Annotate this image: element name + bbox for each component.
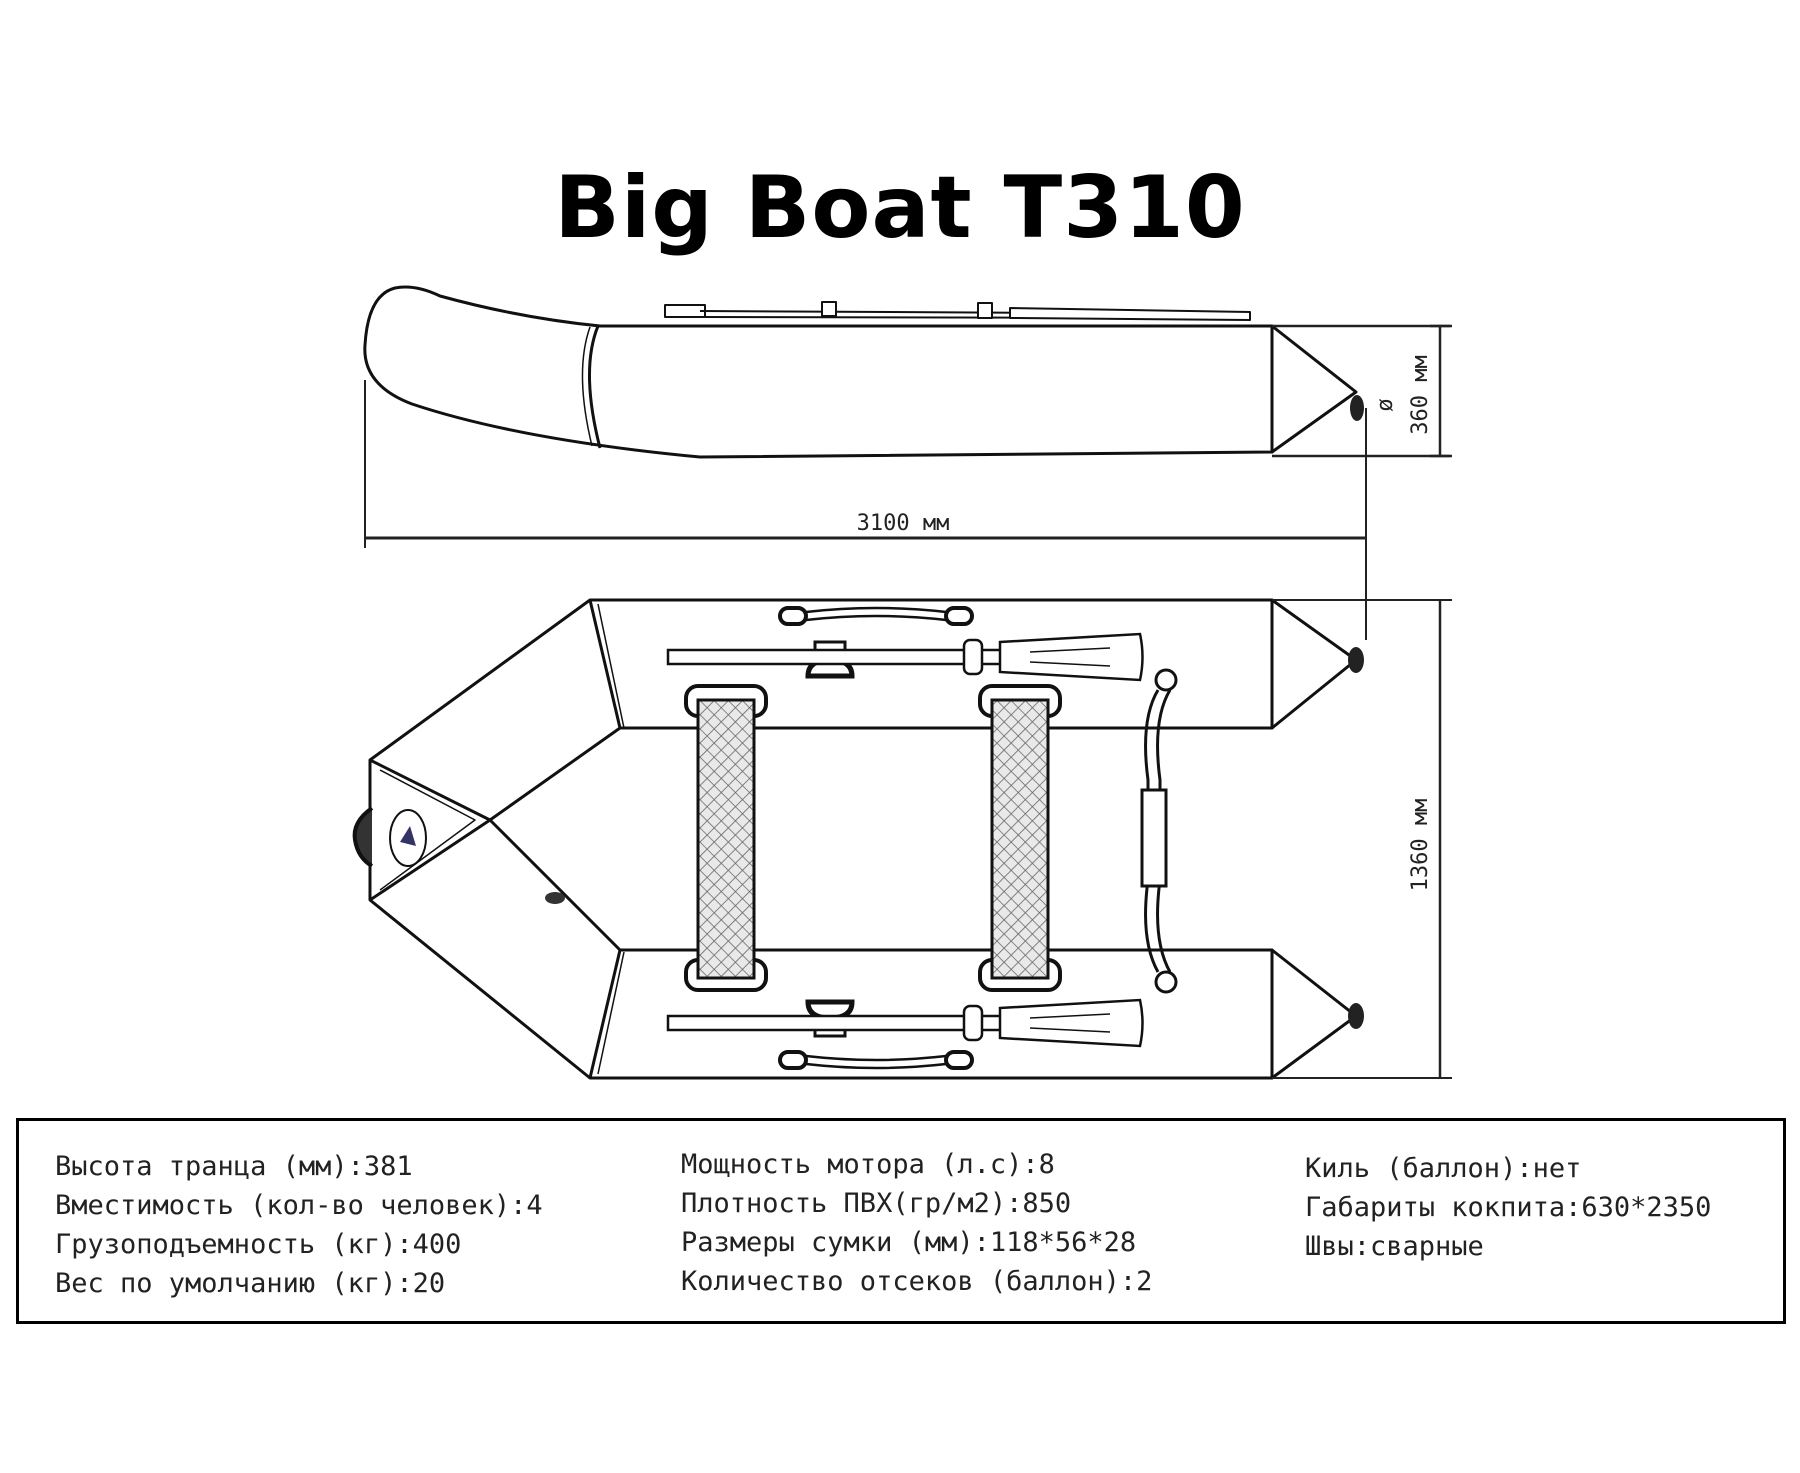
spec-capacity: Вместимость (кол-во человек):4 (55, 1190, 543, 1221)
top-handles (778, 606, 974, 626)
bow-handle (1140, 668, 1178, 994)
specs-column-3: Киль (баллон):нет Габариты кокпита:630*2… (1305, 1149, 1711, 1266)
oar-bottom (666, 998, 1144, 1048)
side-view (363, 285, 1364, 459)
oar-top (666, 632, 1144, 682)
side-view-oars (664, 301, 1251, 321)
width-label: 1360 мм (1408, 799, 1433, 892)
seat-front (684, 684, 768, 992)
top-view (352, 598, 1364, 1080)
bottom-handles (778, 1050, 974, 1070)
top-view-seam-bottom (588, 949, 622, 1079)
page-title: Big Boat T310 (554, 158, 1246, 258)
specs-column-1: Высота транца (мм):381 Вместимость (кол-… (55, 1147, 543, 1303)
length-dimension (364, 380, 1367, 640)
side-view-cone (1270, 324, 1358, 454)
top-view-transom (369, 758, 492, 902)
specs-column-2: Мощность мотора (л.с):8 Плотность ПВХ(гр… (681, 1145, 1152, 1301)
diameter-label: 360 мм (1408, 355, 1433, 434)
spec-pvc-density: Плотность ПВХ(гр/м2):850 (681, 1188, 1072, 1219)
top-view-cone-bottom (1270, 948, 1358, 1080)
side-view-seam (588, 325, 602, 449)
spec-seams: Швы:сварные (1305, 1231, 1484, 1262)
width-dimension (1272, 599, 1452, 1079)
seat-rear (978, 684, 1062, 992)
spec-weight: Вес по умолчанию (кг):20 (55, 1268, 446, 1299)
motor-mount (352, 806, 374, 868)
spec-cockpit-size: Габариты кокпита:630*2350 (1305, 1192, 1712, 1223)
boat-drawing: ø 360 мм 3100 мм (352, 285, 1452, 1080)
diameter-symbol: ø (1373, 398, 1398, 411)
specs-table: Высота транца (мм):381 Вместимость (кол-… (16, 1118, 1786, 1324)
top-view-transom-inner (379, 769, 476, 891)
spec-load: Грузоподъемность (кг):400 (55, 1229, 462, 1260)
top-view-seam-top (588, 599, 622, 729)
spec-bag-size: Размеры сумки (мм):118*56*28 (681, 1227, 1137, 1258)
side-view-seam-2 (581, 326, 593, 447)
top-view-cone-top (1270, 598, 1358, 730)
diameter-dimension (1272, 324, 1452, 458)
side-view-valve (1350, 395, 1364, 421)
length-label: 3100 мм (857, 511, 950, 536)
spec-keel: Киль (баллон):нет (1305, 1153, 1582, 1184)
spec-compartments: Количество отсеков (баллон):2 (681, 1266, 1153, 1297)
spec-motor-power: Мощность мотора (л.с):8 (681, 1149, 1055, 1180)
spec-transom-height: Высота транца (мм):381 (55, 1151, 413, 1182)
